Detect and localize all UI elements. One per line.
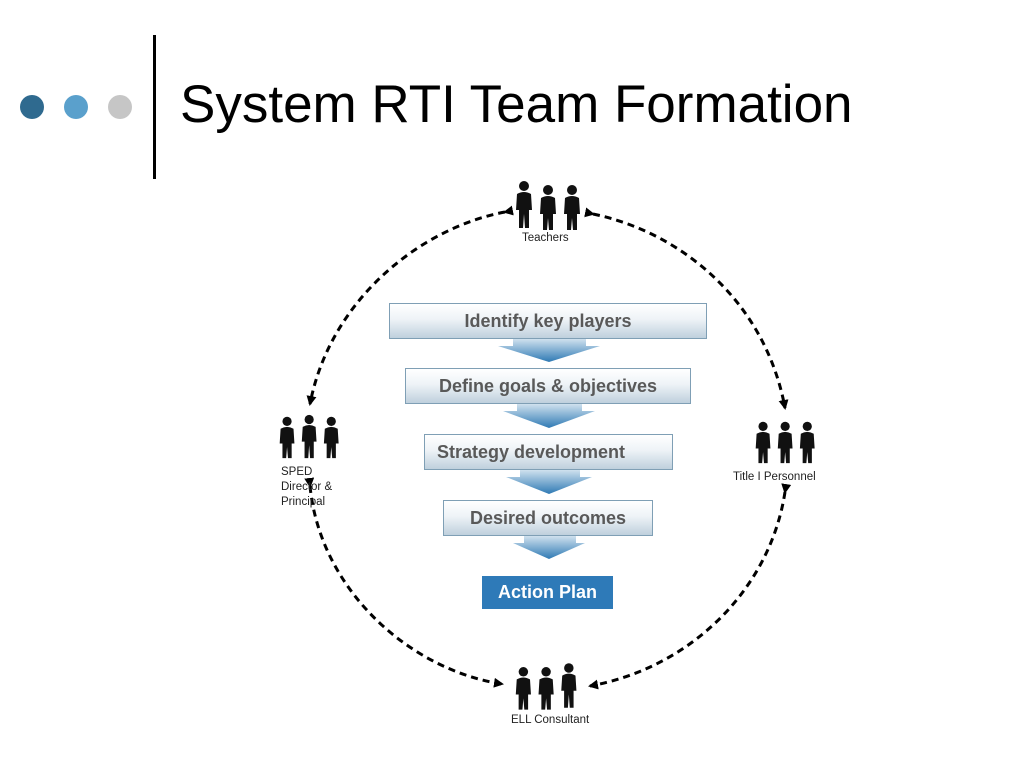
header-dot-3 (108, 95, 132, 119)
title-divider (153, 35, 156, 179)
down-arrow-3 (506, 470, 592, 494)
arrow-title1-ell (588, 483, 792, 690)
step-identify-key-players: Identify key players (389, 303, 707, 339)
people-group-icon (755, 421, 815, 464)
down-arrow-4 (513, 536, 585, 559)
people-group-icon (515, 663, 577, 710)
people-group-icon (279, 414, 339, 459)
group-label-title1-personnel: Title I Personnel (733, 471, 816, 483)
group-label-ell-consultant: ELL Consultant (511, 714, 590, 726)
down-arrow-2 (503, 404, 595, 428)
header-dot-2 (64, 95, 88, 119)
group-label-teachers: Teachers (522, 232, 569, 244)
arrow-sped-ell (304, 477, 504, 688)
down-arrow-1 (498, 339, 600, 362)
step-strategy-development: Strategy development (424, 434, 673, 470)
group-label-sped-director-principal: SPED Director & Principal (281, 466, 333, 508)
action-plan-box: Action Plan (482, 576, 613, 609)
step-define-goals: Define goals & objectives (405, 368, 691, 404)
arrow-teachers-sped (306, 205, 514, 406)
arrow-teachers-title1 (584, 207, 789, 410)
people-group-icon (516, 181, 580, 230)
slide-title: System RTI Team Formation (180, 75, 853, 134)
step-desired-outcomes: Desired outcomes (443, 500, 653, 536)
header-dot-1 (20, 95, 44, 119)
